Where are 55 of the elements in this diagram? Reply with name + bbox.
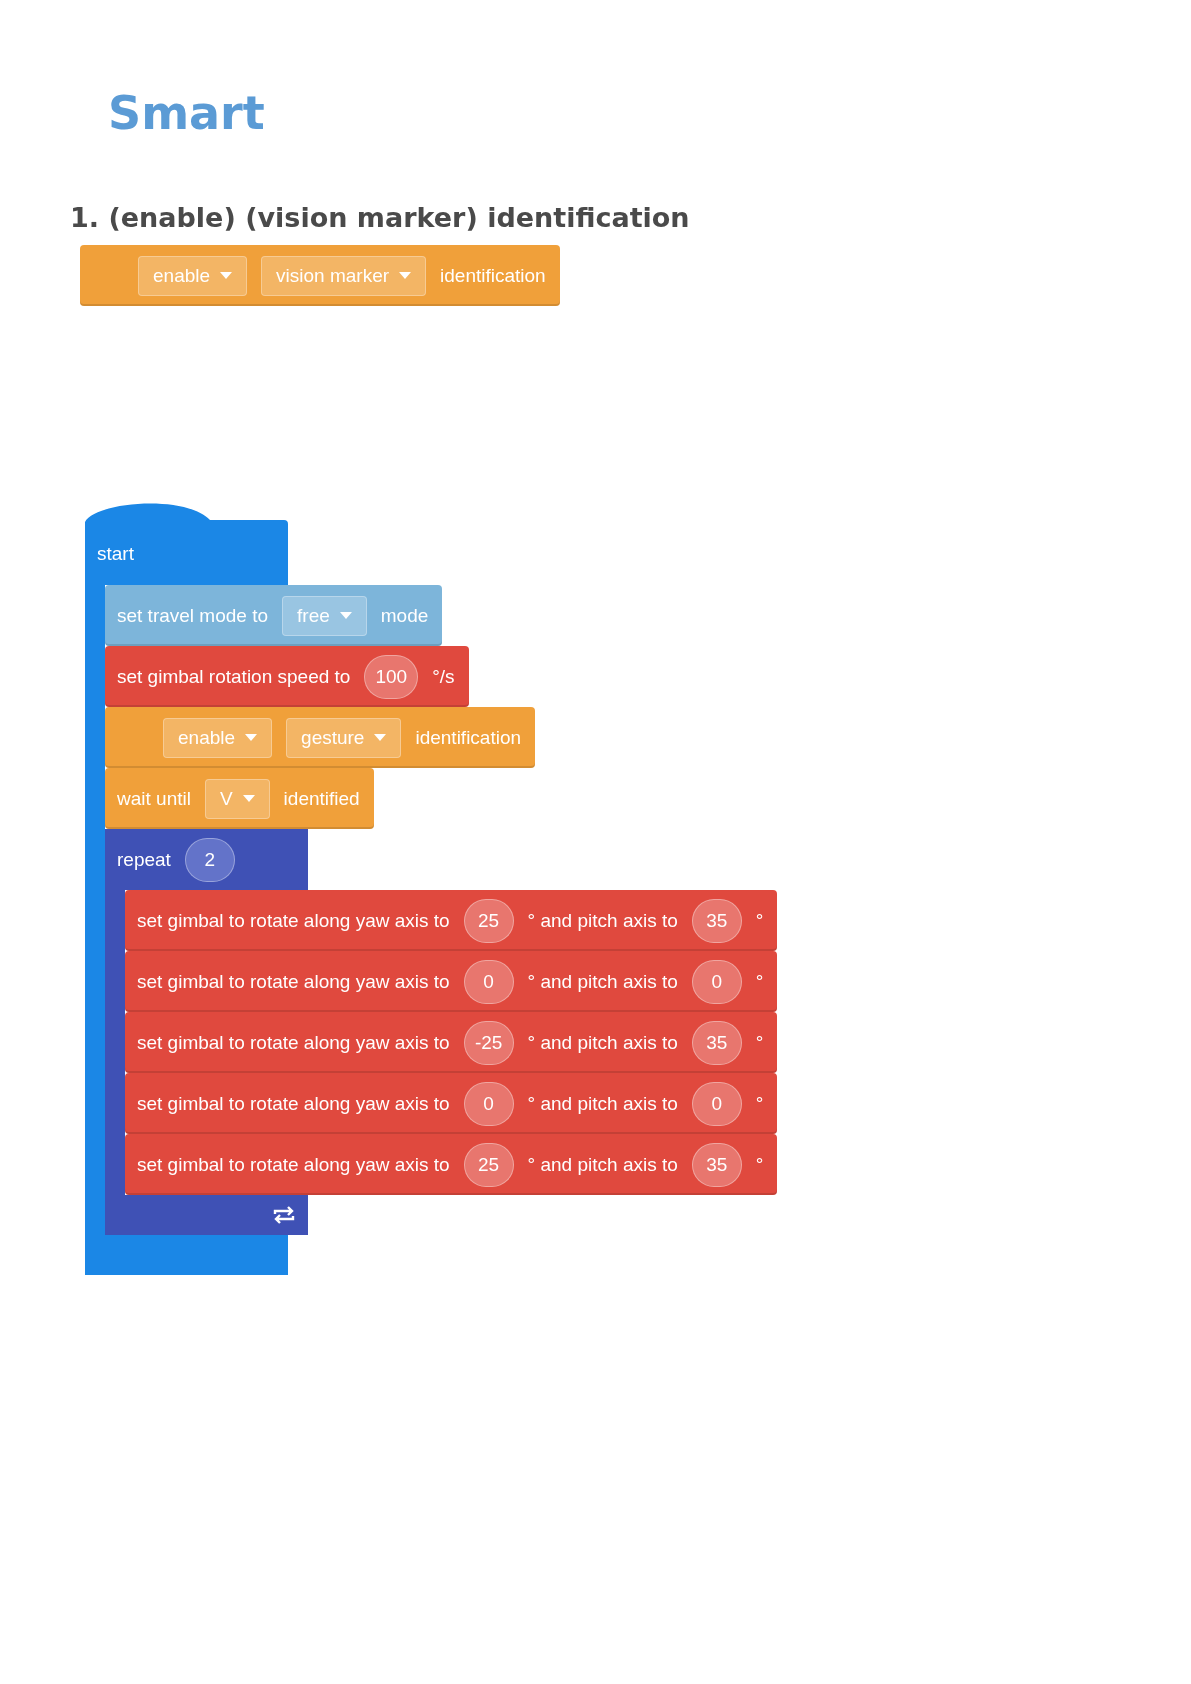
code-block xyxy=(125,951,778,1012)
block-label: ° and pitch axis to xyxy=(527,1092,678,1115)
block-label: start xyxy=(97,542,134,565)
number-input: -25 xyxy=(463,1020,514,1065)
code-block xyxy=(125,1012,778,1073)
block-label: identified xyxy=(283,787,360,810)
block-label: identification xyxy=(440,264,546,287)
number-input: 0 xyxy=(463,959,514,1004)
number-input: 0 xyxy=(691,1081,742,1126)
number-input: 0 xyxy=(463,1081,514,1126)
code-block xyxy=(105,585,443,646)
dropdown: vision marker xyxy=(261,255,427,296)
code-block xyxy=(105,768,374,829)
code-block xyxy=(105,646,469,707)
number-input: 25 xyxy=(463,898,514,943)
block-label: ° and pitch axis to xyxy=(527,1031,678,1054)
block-label: ° xyxy=(755,970,764,993)
block-label: set gimbal to rotate along yaw axis to xyxy=(137,970,450,993)
section-heading: 1. (enable) (vision marker) identification xyxy=(70,202,690,233)
dropdown: V xyxy=(204,778,270,819)
code-block xyxy=(105,707,536,768)
number-input: 35 xyxy=(691,1020,742,1065)
number-input: 35 xyxy=(691,1142,742,1187)
dropdown: enable xyxy=(163,717,273,758)
dropdown: enable xyxy=(138,255,248,296)
block-label: identification xyxy=(415,726,522,749)
block-label: ° xyxy=(755,1153,764,1176)
number-input: 35 xyxy=(691,898,742,943)
block-label: ° and pitch axis to xyxy=(527,970,678,993)
block-label: wait until xyxy=(117,787,191,810)
dropdown: free xyxy=(282,595,367,636)
block-label: set gimbal to rotate along yaw axis to xyxy=(137,1031,450,1054)
page-title: Smart xyxy=(108,86,265,140)
block-label: set gimbal to rotate along yaw axis to xyxy=(137,1092,450,1115)
code-block xyxy=(80,245,560,306)
code-block xyxy=(125,1073,778,1134)
block-label: ° xyxy=(755,1092,764,1115)
block-label: set gimbal to rotate along yaw axis to xyxy=(137,909,450,932)
number-input: 100 xyxy=(364,654,419,699)
block-label: repeat xyxy=(117,848,171,871)
dropdown: gesture xyxy=(286,717,402,758)
code-block xyxy=(125,1134,778,1195)
block-label: mode xyxy=(380,604,429,627)
block-label: ° and pitch axis to xyxy=(527,1153,678,1176)
block-label: °/s xyxy=(432,665,455,688)
number-input: 2 xyxy=(184,837,235,882)
block-label: ° and pitch axis to xyxy=(527,909,678,932)
number-input: 0 xyxy=(691,959,742,1004)
number-input: 25 xyxy=(463,1142,514,1187)
code-block xyxy=(125,890,778,951)
block-label: set gimbal rotation speed to xyxy=(117,665,351,688)
block-label: set travel mode to xyxy=(117,604,269,627)
block-label: ° xyxy=(755,1031,764,1054)
block-label: ° xyxy=(755,909,764,932)
block-label: set gimbal to rotate along yaw axis to xyxy=(137,1153,450,1176)
